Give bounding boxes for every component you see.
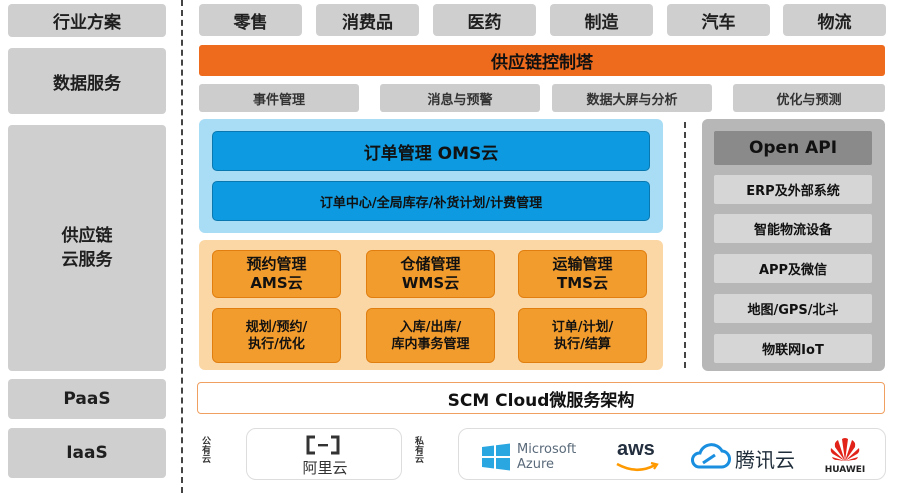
industry-manufacturing: 制造 bbox=[550, 4, 653, 36]
label-industry-solutions: 行业方案 bbox=[8, 4, 166, 37]
label-supply-chain-cloud: 供应链 云服务 bbox=[8, 125, 166, 371]
module-ams-detail: 规划/预约/ 执行/优化 bbox=[212, 308, 341, 363]
aliyun-logo-icon bbox=[306, 435, 340, 455]
huawei-logo-icon bbox=[830, 438, 860, 461]
windows-logo-icon bbox=[482, 443, 510, 471]
public-cloud-tag: 公有云 bbox=[200, 436, 210, 463]
aliyun-label: 阿里云 bbox=[302, 459, 348, 477]
module-wms-detail: 入库/出库/ 库内事务管理 bbox=[366, 308, 495, 363]
label-iaas: IaaS bbox=[8, 428, 166, 478]
service-alerts: 消息与预警 bbox=[380, 84, 540, 112]
api-item-map-gps: 地图/GPS/北斗 bbox=[714, 294, 872, 323]
module-wms-title: 仓储管理 WMS云 bbox=[366, 250, 495, 298]
service-event-management: 事件管理 bbox=[199, 84, 359, 112]
control-tower-bar: 供应链控制塔 bbox=[199, 45, 885, 76]
tencent-cloud-icon bbox=[691, 443, 731, 469]
industry-logistics: 物流 bbox=[783, 4, 886, 36]
service-dashboard-analytics: 数据大屏与分析 bbox=[552, 84, 712, 112]
microsoft-label: Microsoft bbox=[517, 442, 577, 457]
label-paas: PaaS bbox=[8, 379, 166, 419]
api-item-logistics-devices: 智能物流设备 bbox=[714, 214, 872, 243]
industry-consumer-goods: 消费品 bbox=[316, 4, 419, 36]
module-ams-title: 预约管理 AMS云 bbox=[212, 250, 341, 298]
private-cloud-tag: 私有云 bbox=[413, 436, 423, 463]
industry-retail: 零售 bbox=[199, 4, 302, 36]
open-api-title: Open API bbox=[714, 131, 872, 165]
module-tms-detail: 订单/计划/ 执行/结算 bbox=[518, 308, 647, 363]
service-optimization-forecast: 优化与预测 bbox=[733, 84, 885, 112]
oms-detail-box: 订单中心/全局库存/补货计划/计费管理 bbox=[212, 181, 650, 221]
huawei-label: HUAWEI bbox=[824, 465, 866, 475]
tencent-label: 腾讯云 bbox=[735, 448, 795, 472]
api-item-erp: ERP及外部系统 bbox=[714, 175, 872, 204]
aliyun-card: 阿里云 bbox=[246, 428, 402, 480]
industry-automotive: 汽车 bbox=[667, 4, 770, 36]
azure-label: Azure bbox=[517, 457, 555, 472]
api-item-app-wechat: APP及微信 bbox=[714, 254, 872, 283]
aws-smile-icon bbox=[616, 461, 659, 472]
paas-bar: SCM Cloud微服务架构 bbox=[197, 382, 885, 414]
oms-title-box: 订单管理 OMS云 bbox=[212, 131, 650, 171]
api-item-iot: 物联网IoT bbox=[714, 334, 872, 363]
label-data-service: 数据服务 bbox=[8, 48, 166, 114]
cloud-vendors-card: Microsoft Azure aws 腾讯云 HUAWEI bbox=[458, 428, 886, 480]
industry-pharma: 医药 bbox=[433, 4, 536, 36]
api-divider bbox=[684, 122, 686, 368]
column-divider bbox=[181, 0, 183, 493]
module-tms-title: 运输管理 TMS云 bbox=[518, 250, 647, 298]
aws-label: aws bbox=[617, 438, 655, 460]
